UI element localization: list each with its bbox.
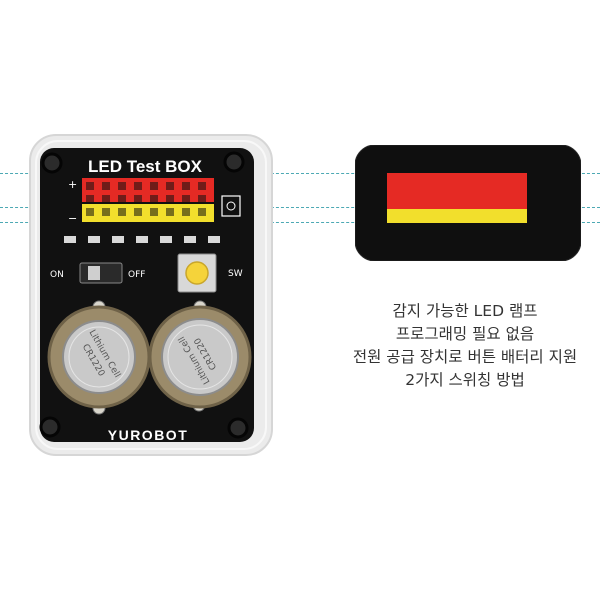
led-test-box-photo: LED Test BOX + − ON OFF SW Lithium Cell … bbox=[29, 134, 273, 456]
header-yellow bbox=[82, 204, 214, 222]
feature-caption: 감지 가능한 LED 램프 프로그래밍 필요 없음 전원 공급 장치로 버튼 배… bbox=[320, 300, 600, 392]
board-title: LED Test BOX bbox=[88, 157, 203, 176]
switch-off-label: OFF bbox=[128, 270, 145, 280]
led-outline bbox=[221, 195, 241, 217]
closeup-red-strip bbox=[387, 173, 527, 209]
battery-right: Lithium Cell CR1220 bbox=[148, 305, 252, 409]
button-label: SW bbox=[228, 269, 243, 279]
guide-line-middle bbox=[0, 207, 600, 208]
closeup-yellow-strip bbox=[387, 209, 527, 223]
header-pins bbox=[86, 182, 206, 216]
caption-line-1: 감지 가능한 LED 램프 bbox=[392, 302, 538, 320]
header-red bbox=[82, 178, 214, 202]
caption-line-2: 프로그래밍 필요 없음 bbox=[395, 325, 535, 343]
plus-mark: + bbox=[68, 178, 77, 191]
header-closeup bbox=[355, 145, 581, 261]
smd-components bbox=[64, 236, 220, 243]
brand-logo: YUROBOT bbox=[108, 427, 189, 443]
caption-line-3: 전원 공급 장치로 버튼 배터리 지원 bbox=[352, 348, 578, 366]
screw-icon bbox=[39, 151, 249, 439]
guide-line-bottom bbox=[0, 222, 600, 223]
slide-switch bbox=[79, 262, 123, 284]
guide-line-top bbox=[0, 173, 600, 174]
battery-left: Lithium Cell CR1220 bbox=[47, 305, 151, 409]
minus-mark: − bbox=[68, 212, 77, 225]
caption-line-4: 2가지 스위칭 방법 bbox=[405, 371, 525, 389]
switch-on-label: ON bbox=[50, 270, 64, 280]
push-button-cap bbox=[185, 261, 209, 285]
